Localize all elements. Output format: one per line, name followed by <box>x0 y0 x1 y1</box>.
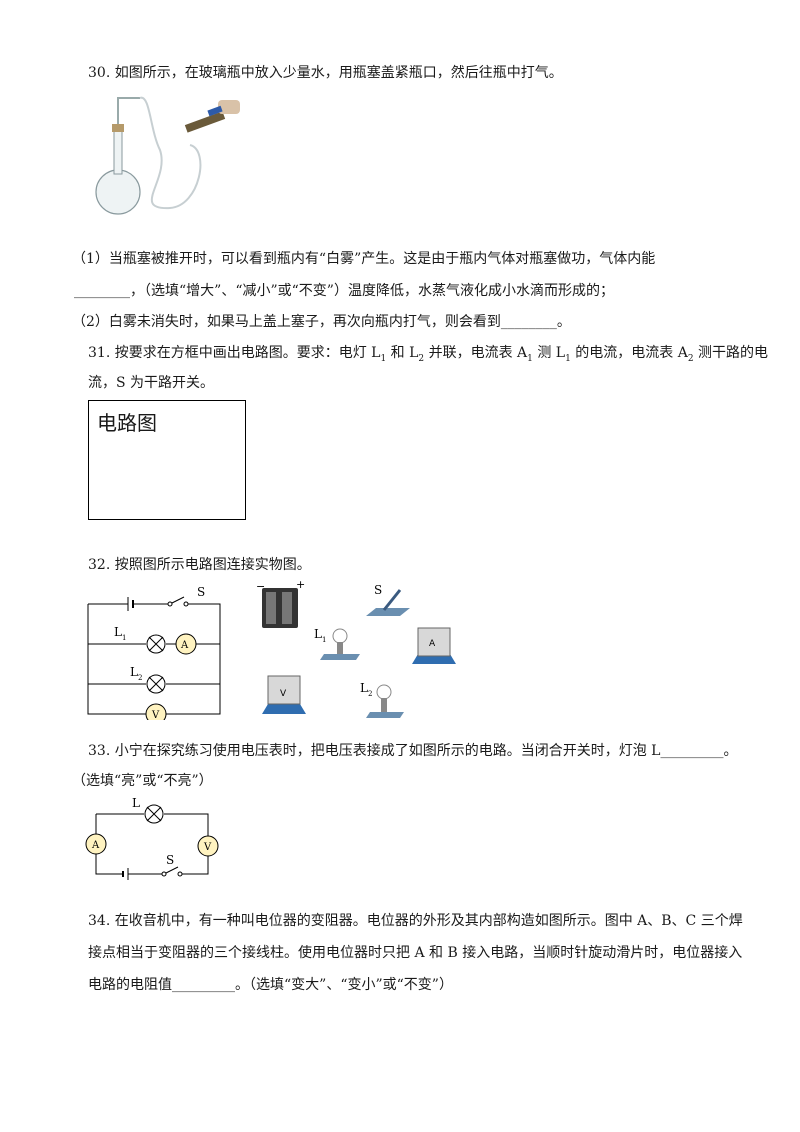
q30-part1-a: （1）当瓶塞被推开时，可以看到瓶内有“白雾”产生。这是由于瓶内气体对瓶塞做功，气… <box>72 251 656 267</box>
svg-text:V: V <box>280 689 287 699</box>
q33-hint: （选填“亮”或“不亮”） <box>72 773 213 789</box>
q32-stem: 32. 按照图所示电路图连接实物图。 <box>88 557 311 573</box>
svg-text:+: + <box>296 578 305 591</box>
q31-stem: 31. 按要求在方框中画出电路图。要求：电灯 L1 和 L2 并联，电流表 A1… <box>88 345 769 364</box>
q33-ammeter-label: A <box>91 840 100 851</box>
q32-physical-components: − + S L 1 A V L 2 <box>256 578 456 718</box>
svg-text:S: S <box>374 583 382 597</box>
q34-line2: 接点相当于变阻器的三个接线柱。使用电位器时只把 A 和 B 接入电路，当顺时针旋… <box>88 945 743 961</box>
lamp-l1-icon <box>320 628 360 660</box>
q33-stem: 33. 小宁在探究练习使用电压表时，把电压表接成了如图所示的电路。当闭合开关时，… <box>88 743 738 759</box>
svg-text:−: − <box>256 580 265 593</box>
lamp-l2-icon <box>366 684 404 718</box>
circuit-answer-box[interactable]: 电路图 <box>88 400 246 520</box>
svg-text:A: A <box>429 639 436 649</box>
voltmeter-v-label: V <box>151 710 160 720</box>
knife-switch-icon <box>366 589 410 616</box>
q34-line3: 电路的电阻值_________。（选填“变大”、“变小”或“不变”） <box>88 977 453 993</box>
svg-text:L: L <box>314 627 322 641</box>
svg-text:1: 1 <box>322 636 326 644</box>
lamp-l1-label: L <box>114 625 122 639</box>
q30-part1-b: ________，（选填“增大”、“减小”或“不变”）温度降低，水蒸气液化成小水… <box>74 283 614 299</box>
q31-stem-line2: 流，S 为干路开关。 <box>88 375 215 391</box>
lamp-l2-label: L <box>130 665 138 679</box>
q33-voltmeter-label: V <box>203 842 212 853</box>
flask-pump-photo <box>95 96 240 215</box>
svg-text:L: L <box>360 681 368 695</box>
battery-icon <box>262 588 298 628</box>
q33-lamp-label: L <box>132 796 140 810</box>
q33-circuit-diagram: L A V S <box>85 796 219 880</box>
q32-circuit-diagram: S L 1 L 2 A V <box>87 585 221 720</box>
ammeter-a-label: A <box>180 640 189 651</box>
box-label: 电路图 <box>97 411 157 435</box>
svg-text:2: 2 <box>368 690 372 698</box>
switch-s-label: S <box>197 585 205 599</box>
q30-stem: 30. 如图所示，在玻璃瓶中放入少量水，用瓶塞盖紧瓶口，然后往瓶中打气。 <box>88 65 563 81</box>
lamp-l1-sub: 1 <box>122 634 126 642</box>
voltmeter-icon <box>262 675 306 714</box>
q33-switch-label: S <box>166 853 174 867</box>
lamp-l2-sub: 2 <box>138 674 142 682</box>
ammeter-icon <box>412 627 456 664</box>
q34-line1: 34. 在收音机中，有一种叫电位器的变阻器。电位器的外形及其内部构造如图所示。图… <box>88 913 743 929</box>
q30-part2: （2）白雾未消失时，如果马上盖上塞子，再次向瓶内打气，则会看到________。 <box>72 314 571 330</box>
